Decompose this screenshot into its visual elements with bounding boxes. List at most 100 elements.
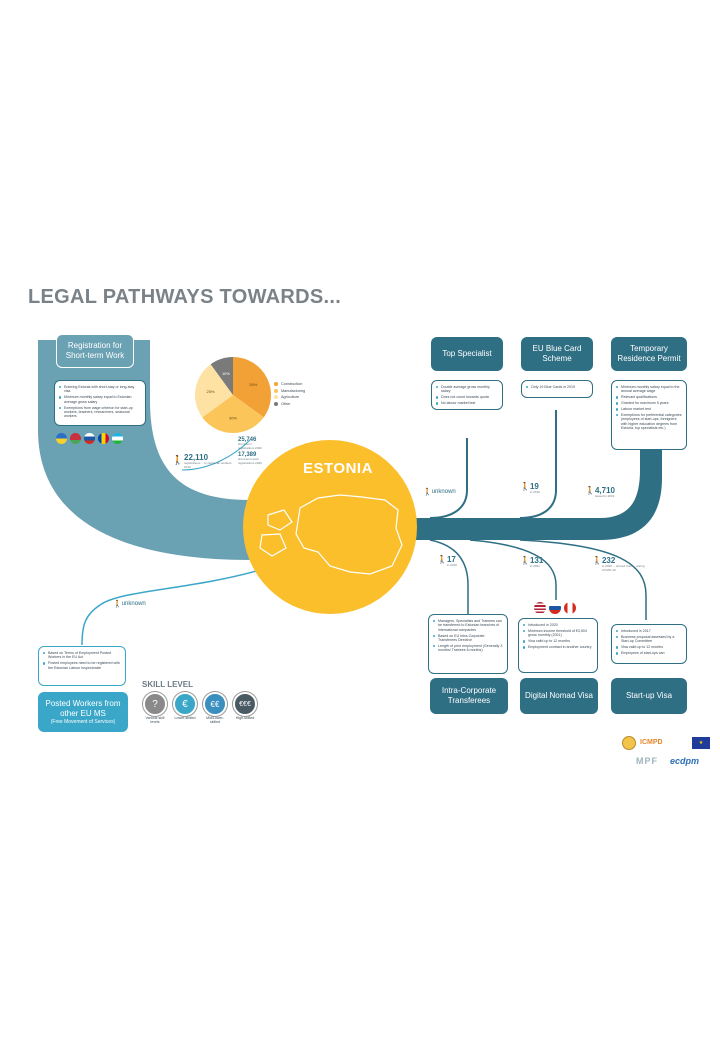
usa-flag-icon <box>534 602 546 614</box>
skill-level-item: €€€ High-skilled <box>232 692 258 724</box>
legend-item: Other <box>274 401 305 406</box>
top-specialist-header[interactable]: Top Specialist <box>431 337 503 371</box>
stat-count: 17,389 <box>238 452 257 459</box>
canada-flag-icon <box>564 602 576 614</box>
connector-startup <box>519 539 647 620</box>
list-item: Employees of start-ups can <box>616 651 682 655</box>
list-item: Length of prior employment (Generally 3 … <box>433 644 503 653</box>
russia-flag-icon <box>84 433 95 444</box>
person-icon: 🚶 <box>437 555 447 564</box>
pie-chart: 35% 30% 25% 10% <box>195 357 271 433</box>
right-flow-band <box>400 400 662 540</box>
person-icon: 🚶 <box>113 601 122 608</box>
legend-label: Agriculture <box>281 395 300 399</box>
connector-stats <box>181 439 251 471</box>
stat-block-a: 22,110 registrations ... by Estonian wor… <box>184 453 234 469</box>
pie-slice-label: 25% <box>206 389 214 394</box>
double-euro-icon: €€ <box>203 692 227 716</box>
pie-slice-label: 30% <box>229 415 237 420</box>
connector-digital-nomad <box>469 539 557 600</box>
connector-top-specialist <box>429 438 468 519</box>
estonia-label: ESTONIA <box>303 460 373 477</box>
pie-slice-label: 10% <box>222 371 230 376</box>
person-icon: 🚶 <box>592 556 602 565</box>
skill-level-item: € Lower-skilled <box>172 692 198 724</box>
list-item: Entering Estonia with short-stay or long… <box>59 385 141 394</box>
registration-header[interactable]: Registration for Short-term Work <box>56 334 134 368</box>
list-item: Minimum monthly salary equal to the annu… <box>616 385 682 394</box>
stat-count: 25,746 <box>238 437 257 443</box>
stat-count: unknown <box>121 601 146 607</box>
eu-flag-icon: ★ <box>692 737 710 749</box>
startup-header[interactable]: Start-up Visa <box>611 678 687 714</box>
legend-swatch <box>274 388 278 393</box>
euro-icon: € <box>173 692 197 716</box>
list-item: Visa valid up to 12 months <box>523 639 593 643</box>
stat-sub: registrations ... by Estonian workers 20… <box>184 461 232 469</box>
intra-corporate-stat: 🚶 17 in 2019 <box>437 555 457 568</box>
logos-area: ICMPD ★ MPF ecdpm <box>622 736 718 776</box>
list-item: Business proposal assessed by a Start-up… <box>616 635 682 644</box>
digital-nomad-header[interactable]: Digital Nomad Visa <box>520 678 598 714</box>
top-specialist-infobox: Double average gross monthly salary Does… <box>431 380 503 410</box>
pie-slice-label: 35% <box>249 382 257 387</box>
posted-workers-stat: 🚶 unknown <box>113 600 146 608</box>
posted-workers-subtitle: (Free Movement of Services) <box>50 719 116 725</box>
stat-sub: in 2021 <box>529 564 540 568</box>
mpf-logo: MPF <box>636 756 658 766</box>
belarus-flag-icon <box>70 433 81 444</box>
uzbekistan-flag-icon <box>112 433 123 444</box>
digital-nomad-infobox: Introduced in 2020 Minimum income thresh… <box>518 618 598 673</box>
person-icon: 🚶 <box>520 482 530 491</box>
legend-swatch <box>274 401 278 406</box>
connector-intra-corporate <box>429 539 469 615</box>
seal-logo-icon <box>622 736 636 750</box>
stat-count: 22,110 <box>184 453 209 462</box>
list-item: Does not count towards quota <box>436 395 498 399</box>
stat-count: 131 <box>529 556 544 565</box>
list-item: Relevant qualifications <box>616 395 682 399</box>
temp-residence-stat: 🚶 4,710 issued in 2019 <box>585 486 615 499</box>
connector-posted-workers <box>81 569 261 646</box>
list-item: Managers, Specialists and Trainees can b… <box>433 619 503 632</box>
legend-item: Construction <box>274 382 305 386</box>
stat-sub: in 2019 <box>529 490 540 494</box>
question-icon: ? <box>143 692 167 716</box>
intra-corporate-header[interactable]: Intra-Corporate Transferees <box>430 678 508 714</box>
skill-level-item: €€ Mid/Lower-skilled <box>202 692 228 724</box>
list-item: Granted for maximum 5 years <box>616 401 682 405</box>
list-item: Double average gross monthly salary <box>436 385 498 394</box>
registration-flags <box>56 433 126 444</box>
person-icon: 🚶 <box>520 556 530 565</box>
skill-level-item: ? Various skill levels <box>142 692 168 724</box>
stat-count: 19 <box>529 482 539 491</box>
legend-swatch <box>274 382 278 386</box>
digital-nomad-flags <box>534 602 579 614</box>
skill-label: High-skilled <box>235 716 255 720</box>
list-item: Employment contract in another country <box>523 645 593 649</box>
skill-label: Mid/Lower-skilled <box>206 716 224 724</box>
stat-count: 4,710 <box>594 486 615 495</box>
skill-level-row: ? Various skill levels € Lower-skilled €… <box>142 692 258 724</box>
person-icon: 🚶 <box>172 455 184 465</box>
temp-residence-header[interactable]: Temporary Residence Permit <box>611 337 687 371</box>
legend-label: Construction <box>281 382 303 386</box>
legend-label: Other <box>281 401 291 406</box>
pie-slice <box>195 364 233 418</box>
blue-card-infobox: Only 19 Blue Cards in 2019 <box>521 380 593 398</box>
pie-legend: Construction Manufacturing Agriculture O… <box>274 382 305 408</box>
posted-workers-header[interactable]: Posted Workers from other EU MS (Free Mo… <box>38 692 128 732</box>
posted-workers-infobox: Based on Terms of Employment Posted Work… <box>38 646 126 686</box>
intra-corporate-infobox: Managers, Specialists and Trainees can b… <box>428 614 508 674</box>
startup-infobox: Introduced in 2017 Business proposal ass… <box>611 624 687 664</box>
skill-level-title: SKILL LEVEL <box>142 680 193 689</box>
stat-sub: short-term registrations 2020 <box>238 442 262 450</box>
stat-sub: short-term work registrations 2020 <box>238 457 262 465</box>
person-icon: 🚶 <box>585 486 595 495</box>
stat-sub: in 2019 <box>446 563 457 567</box>
russia-flag-icon <box>549 602 561 614</box>
stat-sub: issued in 2019 <box>594 494 615 498</box>
blue-card-header[interactable]: EU Blue Card Scheme <box>521 337 593 371</box>
legend-swatch <box>274 395 278 399</box>
